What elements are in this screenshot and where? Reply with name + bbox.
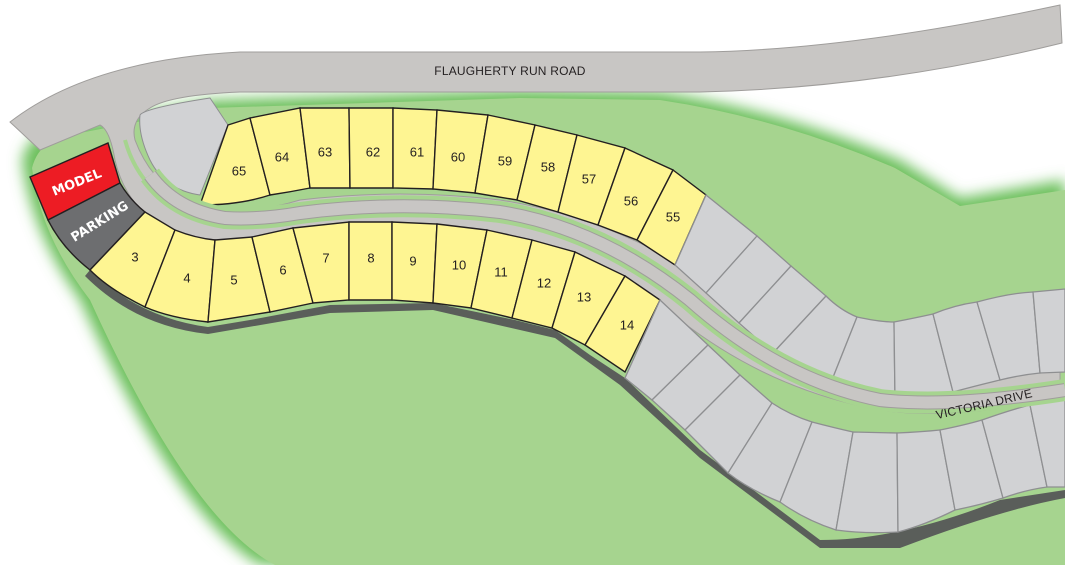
lot-13-label: 13 (577, 289, 591, 304)
north-lot-row: 65 64 63 62 61 60 59 58 57 56 55 (199, 107, 707, 267)
lot-63-label: 63 (318, 144, 332, 159)
future-lot[interactable] (1032, 288, 1065, 374)
lot-11-label: 11 (494, 264, 508, 279)
lot-12-label: 12 (537, 275, 551, 290)
lot-56-label: 56 (624, 193, 638, 208)
lot-62-label: 62 (366, 144, 380, 159)
lot-64-label: 64 (275, 149, 289, 164)
lot-60-label: 60 (451, 149, 465, 164)
lot-59-label: 59 (498, 153, 512, 168)
lot-10-label: 10 (452, 257, 466, 272)
lot-9-label: 9 (409, 253, 416, 268)
model-lot[interactable]: MODEL (29, 142, 121, 221)
lot-57-label: 57 (582, 171, 596, 186)
lot-61-label: 61 (410, 144, 424, 159)
future-lots-south (624, 298, 1065, 534)
lot-58-label: 58 (541, 159, 555, 174)
lot-7-label: 7 (322, 250, 329, 265)
victoria-drive[interactable]: VICTORIA DRIVE (141, 168, 1065, 422)
lot-3-label: 3 (131, 249, 138, 264)
lot-8-label: 8 (367, 250, 374, 265)
lot-65-label: 65 (232, 163, 246, 178)
lot-14-label: 14 (620, 317, 634, 332)
south-lot-row: 3 4 5 6 7 8 9 10 11 12 13 14 (85, 211, 1065, 548)
lot-5-label: 5 (230, 272, 237, 287)
lot-55-label: 55 (666, 209, 680, 224)
lot-14[interactable] (584, 274, 661, 374)
flaugherty-road-label: FLAUGHERTY RUN ROAD (434, 64, 586, 78)
lot-4-label: 4 (183, 270, 190, 285)
lot-6-label: 6 (279, 262, 286, 277)
